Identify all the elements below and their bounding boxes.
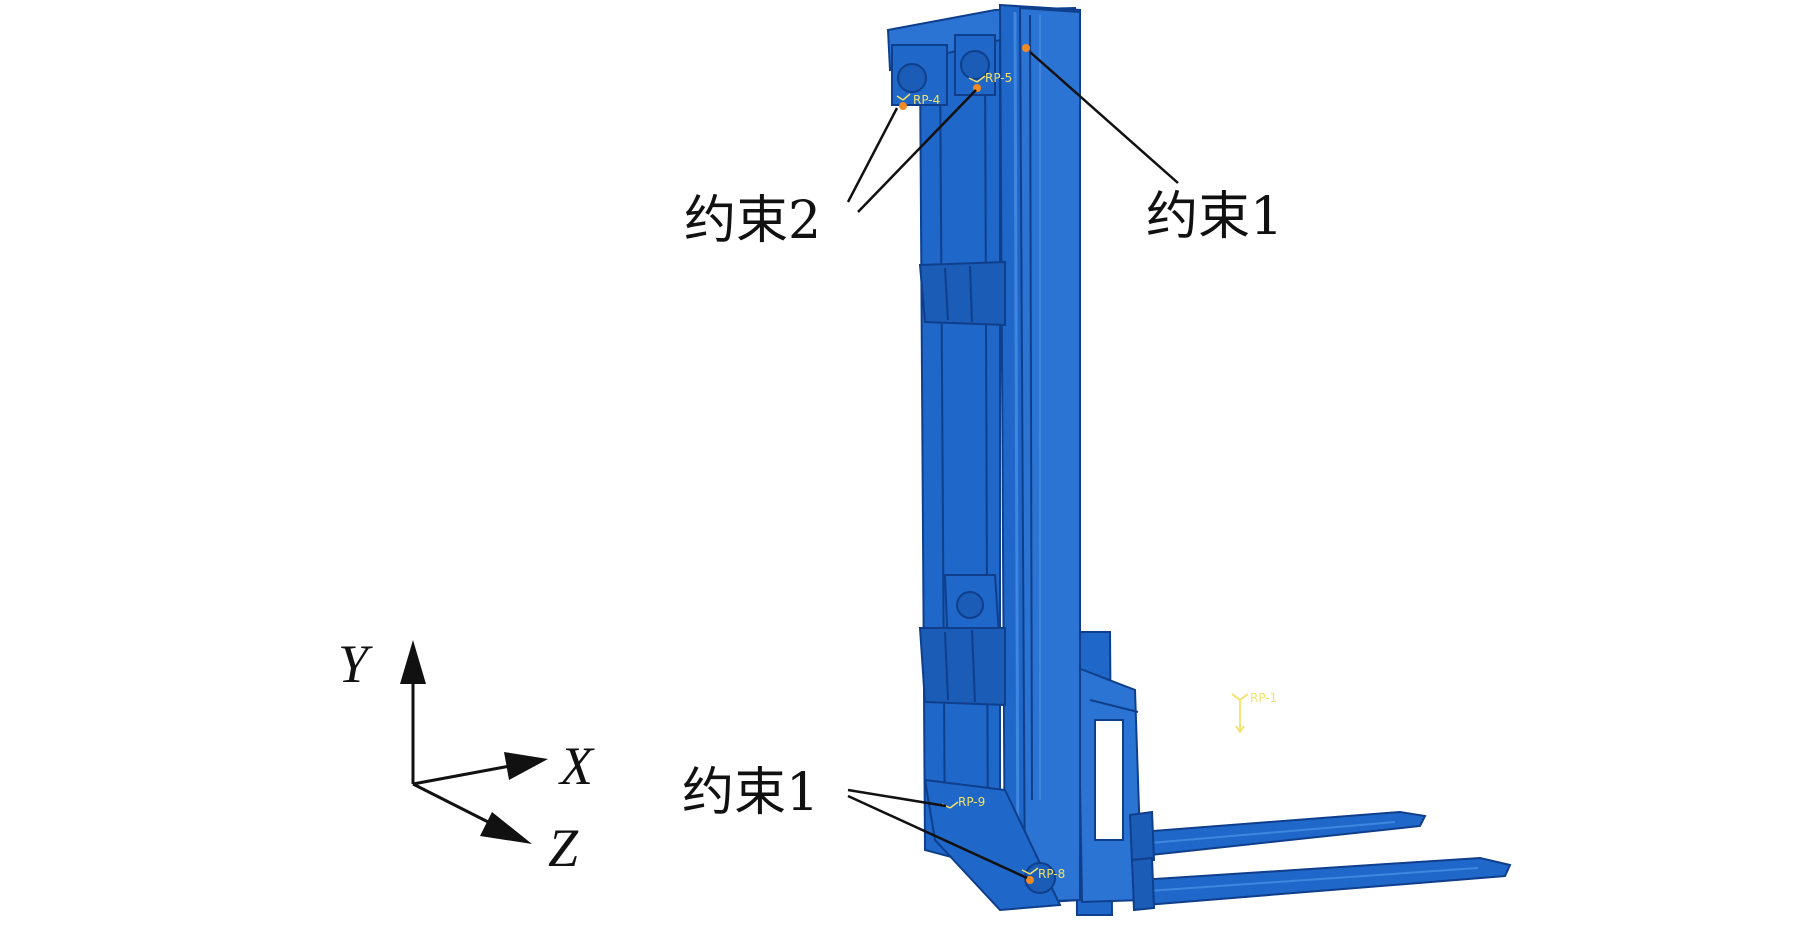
x-axis-label: X: [558, 736, 595, 796]
x-axis-line: [412, 764, 511, 786]
mast-assembly: [886, 3, 1081, 912]
fork-frame-slot: [1094, 719, 1124, 841]
fork-frame-bar: [1089, 699, 1139, 713]
rp1-marker: [1231, 693, 1249, 734]
fork-lower-edge: [1147, 867, 1479, 892]
callout-leaders: [846, 51, 1179, 880]
rp4-cross: [896, 93, 911, 101]
leader-bottom-a: [847, 788, 947, 808]
lower-clamp-line-2: [971, 629, 976, 703]
coordinate-axes: Y X Z: [338, 634, 595, 878]
x-axis-arrow: [504, 752, 548, 780]
z-axis-line: [412, 782, 501, 830]
fork-heel-lower: [1130, 856, 1156, 912]
lower-clamp-line: [944, 631, 949, 701]
rp4-label: RP-4: [913, 93, 940, 107]
head-roller-left: [897, 63, 927, 93]
lower-bracket-pin: [956, 591, 984, 619]
middle-clamp-line: [944, 267, 949, 321]
lower-clamp: [918, 627, 1006, 707]
callout-constraint-2: 约束2: [684, 191, 821, 251]
rp9-label: RP-9: [958, 795, 985, 809]
fork-upper-edge: [1149, 821, 1396, 844]
constraint-marker-top: [1022, 44, 1030, 52]
reference-points: RP-4 RP-5 RP-9 RP-8 RP-1: [896, 44, 1277, 884]
fork-assembly: [1073, 631, 1512, 916]
rp5-cross: [968, 75, 986, 83]
outer-mast-face: [1018, 6, 1081, 904]
outer-mast-rail: [1029, 14, 1033, 801]
rp1-label: RP-1: [1250, 691, 1277, 705]
rp8-label: RP-8: [1038, 867, 1065, 881]
z-axis-arrow: [480, 812, 532, 844]
middle-clamp-line-2: [969, 265, 973, 323]
inner-mast-edge-2: [984, 47, 989, 861]
fork-heel-upper: [1128, 810, 1156, 864]
z-axis-label: Z: [548, 818, 579, 878]
fork-lower: [1138, 856, 1512, 907]
outer-mast-channel: [1013, 11, 1020, 901]
head-roller-right: [960, 50, 990, 80]
leader-bottom-b: [847, 794, 1028, 880]
fork-upper: [1138, 810, 1427, 857]
inner-mast-edge: [939, 57, 946, 851]
constraint-marker-rp4: [899, 102, 907, 110]
rp8-cross: [1021, 867, 1039, 875]
constraint-marker-rp8: [1026, 876, 1034, 884]
y-axis-arrow: [400, 640, 426, 684]
y-axis-label: Y: [338, 634, 373, 694]
leader-right-top: [1029, 51, 1179, 184]
rp5-label: RP-5: [985, 71, 1012, 85]
leader-left-top-a: [846, 107, 899, 203]
leader-left-top-b: [857, 89, 977, 213]
callout-constraint-1-bottom: 约束1: [682, 763, 819, 823]
callout-constraint-1-top: 约束1: [1146, 187, 1283, 247]
middle-clamp: [918, 260, 1006, 327]
